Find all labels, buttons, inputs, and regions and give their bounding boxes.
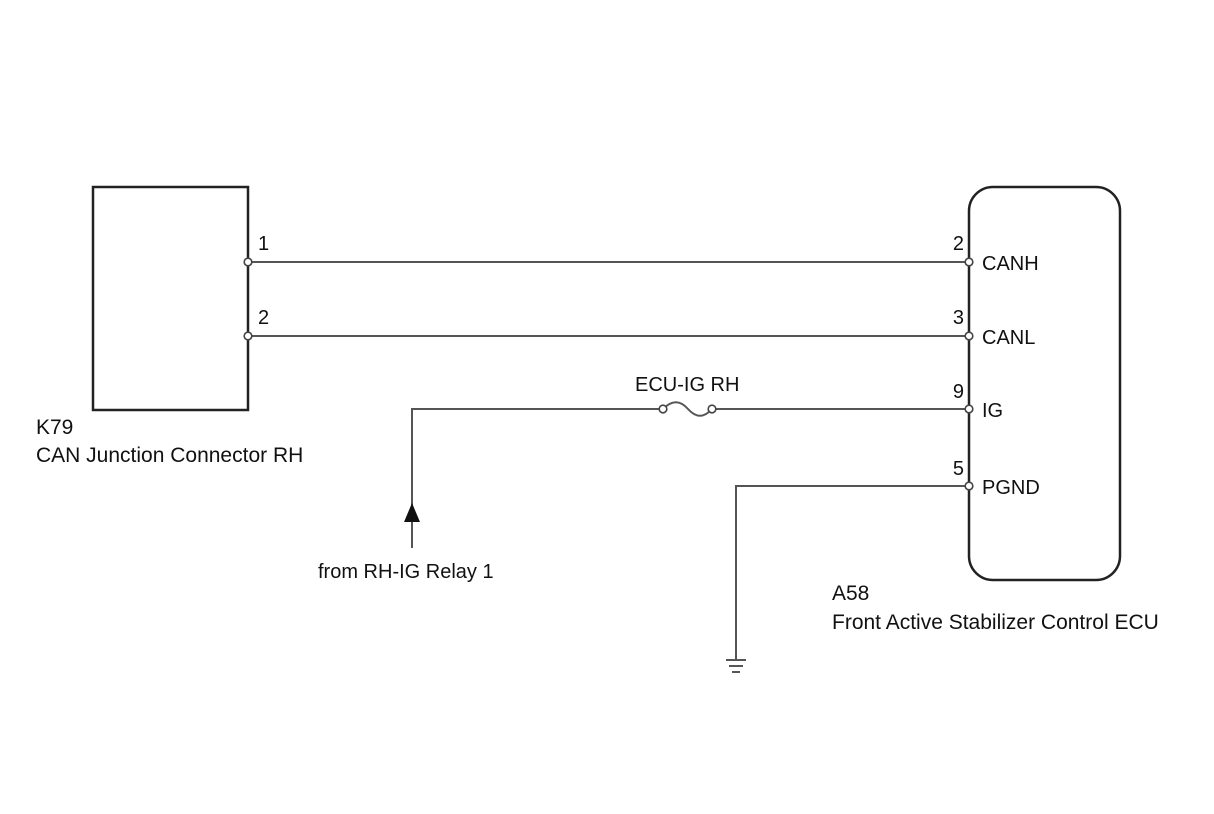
a58-pin-canl: [964, 331, 974, 341]
k79-pin-2-number: 2: [258, 307, 269, 329]
k79-pin-2: [243, 331, 253, 341]
a58-ecu-box: [967, 185, 1122, 582]
a58-signal-canh: CANH: [982, 253, 1039, 275]
power-source-label: from RH-IG Relay 1: [318, 561, 494, 583]
a58-pin-canh-number: 2: [953, 233, 964, 255]
wire-ig-feed: [411, 408, 663, 520]
a58-pin-canl-number: 3: [953, 307, 964, 329]
a58-pin-pgnd: [964, 481, 974, 491]
a58-pin-pgnd-number: 5: [953, 458, 964, 480]
a58-pin-ig: [964, 404, 974, 414]
k79-name-label: CAN Junction Connector RH: [36, 444, 303, 467]
a58-pin-canh: [964, 257, 974, 267]
fuse-symbol: [662, 401, 713, 417]
a58-signal-canl: CANL: [982, 327, 1035, 349]
power-arrow-icon: [404, 503, 420, 522]
fuse-terminal-left: [658, 404, 668, 414]
k79-connector-box: [91, 185, 250, 412]
a58-signal-pgnd: PGND: [982, 477, 1040, 499]
k79-id-label: K79: [36, 416, 73, 439]
a58-id-label: A58: [832, 582, 869, 605]
k79-pin-1: [243, 257, 253, 267]
a58-pin-ig-number: 9: [953, 381, 964, 403]
a58-signal-ig: IG: [982, 400, 1003, 422]
k79-pin-1-number: 1: [258, 233, 269, 255]
wire-pgnd: [735, 485, 969, 660]
fuse-label: ECU-IG RH: [635, 374, 739, 396]
fuse-terminal-right: [707, 404, 717, 414]
ground-icon: [726, 659, 746, 673]
a58-name-label: Front Active Stabilizer Control ECU: [832, 611, 1159, 634]
